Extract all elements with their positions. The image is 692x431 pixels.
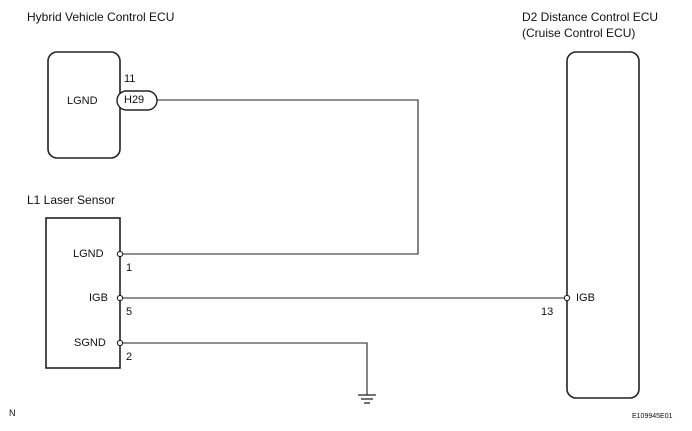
distance-ecu-terminal-igb: IGB bbox=[576, 292, 595, 304]
laser-sensor-terminal-sgnd: SGND bbox=[74, 337, 106, 349]
laser-sensor-pin-2: 2 bbox=[126, 351, 133, 363]
terminal-dot-sgnd bbox=[116, 339, 124, 347]
distance-ecu-pin-13: 13 bbox=[541, 306, 554, 318]
corner-mark-n: N bbox=[9, 408, 16, 418]
hybrid-vehicle-ecu-pin-number: 11 bbox=[124, 73, 136, 85]
hybrid-vehicle-ecu-title: Hybrid Vehicle Control ECU bbox=[27, 10, 175, 24]
laser-sensor-pin-5: 5 bbox=[126, 306, 133, 318]
figure-code: E109945E01 bbox=[632, 413, 673, 420]
hybrid-vehicle-ecu-terminal-label: LGND bbox=[67, 95, 98, 107]
distance-control-ecu-box bbox=[566, 51, 640, 399]
laser-sensor-pin-1: 1 bbox=[126, 262, 133, 274]
distance-ecu-subtitle: (Cruise Control ECU) bbox=[522, 26, 636, 40]
ground-icon bbox=[358, 394, 376, 404]
laser-sensor-terminal-lgnd: LGND bbox=[73, 248, 104, 260]
connector-h29-label: H29 bbox=[124, 94, 145, 106]
laser-sensor-terminal-igb: IGB bbox=[89, 292, 108, 304]
laser-sensor-box bbox=[45, 217, 121, 369]
terminal-dot-lgnd bbox=[116, 250, 124, 258]
distance-ecu-title: D2 Distance Control ECU bbox=[522, 10, 659, 24]
laser-sensor-title: L1 Laser Sensor bbox=[27, 193, 116, 207]
terminal-dot-igb bbox=[116, 294, 124, 302]
wire-sgnd bbox=[120, 342, 368, 395]
terminal-dot-ecu-igb bbox=[563, 294, 571, 302]
wire-lgnd bbox=[120, 99, 419, 255]
